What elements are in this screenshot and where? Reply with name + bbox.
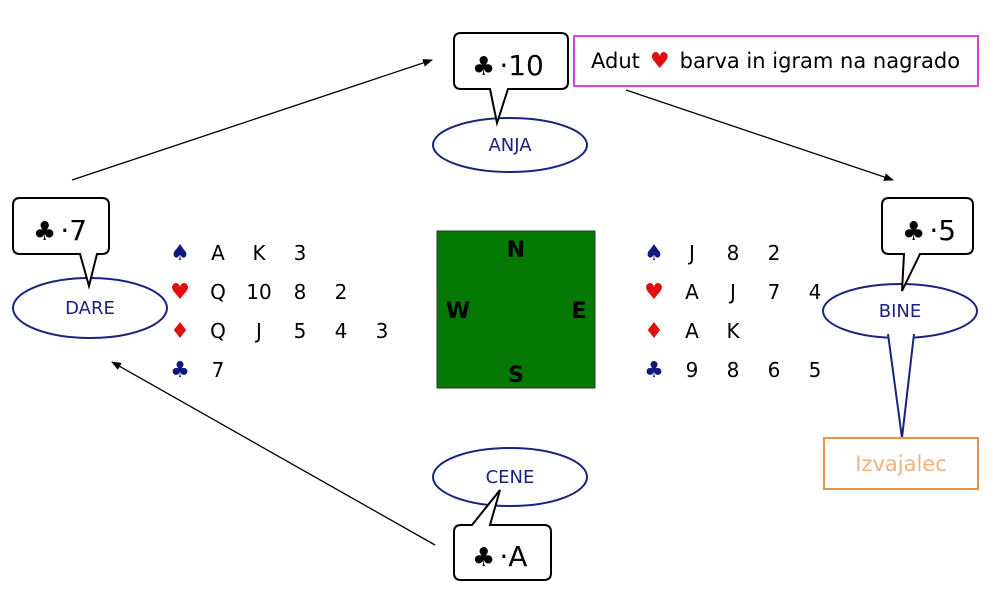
east-club-icon: ♣ <box>644 358 664 383</box>
west-hand-card: K <box>252 241 266 265</box>
west-hand-card: J <box>254 319 262 343</box>
compass-south: S <box>508 363 524 388</box>
arrow-north-to-east <box>625 89 894 181</box>
arrow-west-to-north <box>71 59 433 181</box>
played-card-south: A <box>508 540 527 573</box>
east-hand-card: 5 <box>809 358 822 382</box>
east-hand-card: J <box>687 241 695 265</box>
east-hand-card: K <box>726 319 740 343</box>
speech-bubble-east: ♣·5 <box>881 197 974 292</box>
separator-dot: · <box>60 214 69 247</box>
info-suffix: barva in igram na nagrado <box>680 49 960 73</box>
east-diamond-icon: ♦ <box>644 319 664 344</box>
speech-bubble-north: ♣·10 <box>453 32 569 127</box>
player-west: DARE <box>12 277 168 339</box>
east-spade-icon: ♠ <box>644 241 664 266</box>
player-east: BINE <box>822 283 978 339</box>
east-heart-icon: ♥ <box>644 280 664 305</box>
compass-north: N <box>507 238 525 263</box>
club-icon: ♣ <box>472 543 495 573</box>
west-club-icon: ♣ <box>170 358 190 383</box>
east-hand-card: A <box>685 319 699 343</box>
club-icon: ♣ <box>902 217 925 247</box>
card-table: N E S W <box>436 230 596 389</box>
west-hand-card: Q <box>210 319 226 343</box>
player-name-west: DARE <box>65 298 115 319</box>
west-hand-card: 2 <box>335 280 348 304</box>
player-north: ANJA <box>432 117 588 173</box>
west-hand-card: 10 <box>246 280 271 304</box>
speech-bubble-south: ♣·A <box>453 489 552 581</box>
contract-info-box: Adut ♥ barva in igram na nagrado <box>573 35 979 87</box>
trump-heart-icon: ♥ <box>650 49 670 74</box>
svg-text:Adut♥barva in igram na nagrado: Adut ♥ barva in igram na nagrado <box>591 49 960 74</box>
club-icon: ♣ <box>33 217 56 247</box>
info-prefix: Adut <box>591 49 640 73</box>
east-hand-card: 6 <box>768 358 781 382</box>
west-hand-card: 5 <box>294 319 307 343</box>
club-icon: ♣ <box>472 52 495 82</box>
east-hand-card: 8 <box>727 358 740 382</box>
west-spade-icon: ♠ <box>170 241 190 266</box>
svg-text:♣·A: ♣·A <box>472 540 527 573</box>
svg-text:♣·10: ♣·10 <box>472 49 544 82</box>
declarer-box: Izvajalec <box>823 437 979 490</box>
played-card-east: 5 <box>938 214 956 247</box>
svg-text:♣·5: ♣·5 <box>902 214 956 247</box>
west-hand-card: 8 <box>294 280 307 304</box>
west-hand-card: 7 <box>212 358 225 382</box>
west-hand-card: A <box>211 241 225 265</box>
player-name-south: CENE <box>486 467 535 488</box>
east-hand-card: 8 <box>727 241 740 265</box>
player-south: CENE <box>432 447 588 507</box>
east-hand-card: A <box>685 280 699 304</box>
west-hand-card: 3 <box>376 319 389 343</box>
separator-dot: · <box>499 540 508 573</box>
arrow-south-to-west <box>111 361 436 546</box>
east-hand-card: 2 <box>768 241 781 265</box>
east-hand-card: 7 <box>768 280 781 304</box>
player-name-east: BINE <box>879 301 922 322</box>
compass-west: W <box>446 299 470 324</box>
west-diamond-icon: ♦ <box>170 319 190 344</box>
west-hand-card: 4 <box>335 319 348 343</box>
hand-west: ♠ A K 3 ♥ Q 10 8 2 ♦ Q J 5 4 3 ♣ 7 <box>170 241 388 383</box>
separator-dot: · <box>499 49 508 82</box>
player-name-north: ANJA <box>488 135 532 156</box>
west-hand-card: Q <box>210 280 226 304</box>
compass-east: E <box>571 299 586 324</box>
east-hand-card: J <box>728 280 736 304</box>
declarer-label: Izvajalec <box>855 452 947 476</box>
west-heart-icon: ♥ <box>170 280 190 305</box>
played-card-west: 7 <box>69 214 87 247</box>
east-hand-card: 9 <box>686 358 699 382</box>
declarer-callout <box>887 333 915 439</box>
speech-bubble-west: ♣·7 <box>12 197 110 290</box>
west-hand-card: 3 <box>294 241 307 265</box>
separator-dot: · <box>929 214 938 247</box>
played-card-north: 10 <box>508 49 544 82</box>
east-hand-card: 4 <box>809 280 822 304</box>
svg-text:♣·7: ♣·7 <box>33 214 87 247</box>
